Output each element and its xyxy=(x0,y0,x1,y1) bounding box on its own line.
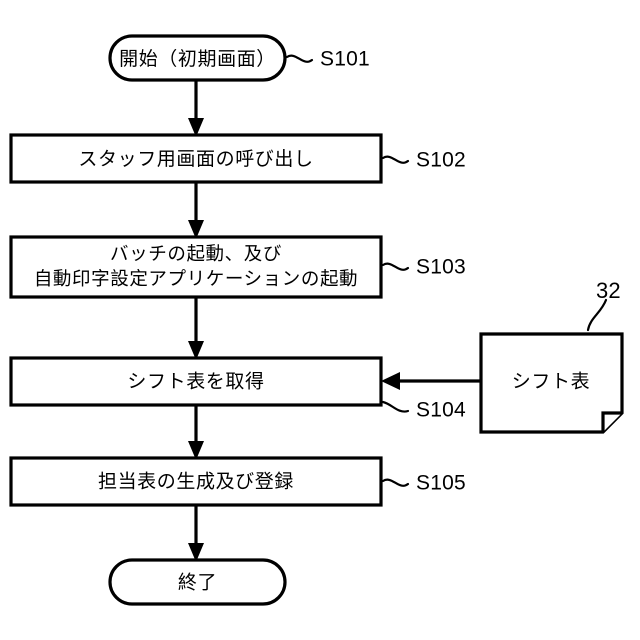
ref-label-s104: S104 xyxy=(416,399,466,422)
node-s105[interactable]: 担当表の生成及び登録 xyxy=(9,456,383,507)
node-s104[interactable]: シフト表を取得 xyxy=(9,356,383,407)
ref-label-s105: S105 xyxy=(416,472,466,495)
ref-label-32: 32 xyxy=(596,278,621,303)
arrowhead-icon xyxy=(188,220,204,239)
node-s105-label: 担当表の生成及び登録 xyxy=(98,471,294,493)
node-s103-label-line2: 自動印字設定アプリケーションの起動 xyxy=(34,269,358,290)
ref-label-s102: S102 xyxy=(416,149,466,172)
ref-callout-s101: S101 xyxy=(285,48,370,71)
node-s102[interactable]: スタッフ用画面の呼び出し xyxy=(9,133,383,184)
node-start[interactable]: 開始（初期画面） xyxy=(108,34,287,82)
ref-callout-s105: S105 xyxy=(381,472,466,495)
node-s103-label-line1: バッチの起動、及び xyxy=(110,244,282,265)
connector-start-to-s102 xyxy=(188,78,204,137)
node-start-label: 開始（初期画面） xyxy=(119,48,276,70)
folded-corner-icon xyxy=(601,411,622,432)
ref-callout-s103: S103 xyxy=(381,256,466,279)
connector-s105-to-end xyxy=(188,505,204,562)
arrowhead-icon xyxy=(188,118,204,137)
connector-s102-to-s103 xyxy=(188,182,204,239)
node-end-label: 終了 xyxy=(178,572,217,594)
node-s103[interactable]: バッチの起動、及び 自動印字設定アプリケーションの起動 xyxy=(9,235,383,299)
connector-s103-to-s104 xyxy=(188,297,204,360)
connector-document-to-s104 xyxy=(381,372,481,390)
arrowhead-icon xyxy=(381,372,400,390)
node-s104-label: シフト表を取得 xyxy=(127,371,264,393)
ref-callout-s102: S102 xyxy=(381,149,466,172)
ref-label-s101: S101 xyxy=(320,48,370,71)
ref-callout-32: 32 xyxy=(586,278,621,332)
ref-callout-s104: S104 xyxy=(381,399,466,422)
node-end[interactable]: 終了 xyxy=(108,558,287,606)
arrowhead-icon xyxy=(188,341,204,360)
arrowhead-icon xyxy=(188,441,204,460)
node-document-label: シフト表 xyxy=(512,371,590,393)
connector-s104-to-s105 xyxy=(188,405,204,460)
node-s102-label: スタッフ用画面の呼び出し xyxy=(78,148,313,170)
node-document-shift-table[interactable]: シフト表 xyxy=(479,332,624,434)
ref-label-s103: S103 xyxy=(416,256,466,279)
arrowhead-icon xyxy=(188,543,204,562)
